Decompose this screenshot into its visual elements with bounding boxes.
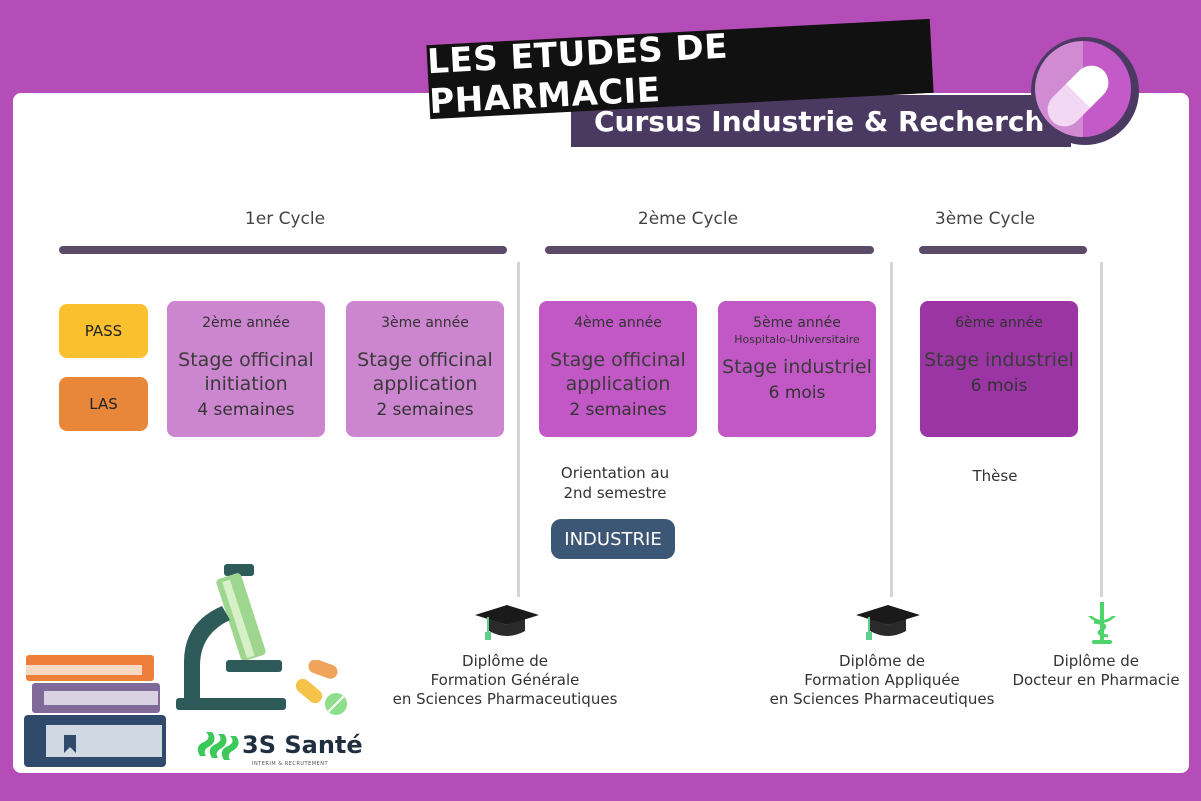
books-icon: [24, 655, 166, 767]
year-label: 3ème année: [381, 315, 469, 331]
year-box-6: 6ème année Stage industriel 6 mois: [920, 301, 1078, 437]
diploma-line: Diplôme de: [839, 652, 925, 670]
diploma-line: en Sciences Pharmaceutiques: [769, 690, 995, 708]
duration-label: 4 semaines: [197, 400, 295, 420]
cycle-bar-1: [59, 246, 507, 254]
diploma-line: Diplôme de: [462, 652, 548, 670]
year-label-text: 5ème année: [753, 315, 841, 331]
stage-label: Stage officinal application: [550, 349, 686, 395]
industrie-badge: INDUSTRIE: [551, 519, 675, 559]
diploma-line: Formation Générale: [430, 671, 580, 689]
diploma-line: en Sciences Pharmaceutiques: [392, 690, 618, 708]
logo-mark-icon: [197, 732, 239, 760]
diploma-docteur: Diplôme de Docteur en Pharmacie: [1005, 652, 1187, 690]
stage-label: Stage officinal initiation: [178, 349, 314, 395]
cycle-divider-2: [890, 262, 893, 597]
cycle-label-3: 3ème Cycle: [934, 209, 1036, 229]
las-badge: LAS: [59, 377, 148, 431]
duration-label: 2 semaines: [569, 400, 667, 420]
year-box-3: 3ème année Stage officinal application 2…: [346, 301, 504, 437]
caduceus-icon: [1088, 602, 1116, 644]
orientation-line-2: 2nd semestre: [563, 484, 667, 502]
diploma-dfgsp: Diplôme de Formation Générale en Science…: [385, 652, 625, 709]
diploma-line: Docteur en Pharmacie: [1012, 671, 1180, 689]
year-label: 2ème année: [202, 315, 290, 331]
diploma-dfasp: Diplôme de Formation Appliquée en Scienc…: [762, 652, 1002, 709]
diploma-line: Diplôme de: [1053, 652, 1139, 670]
year-label: 5ème année Hospitalo-Universitaire: [718, 315, 876, 348]
these-note: Thèse: [972, 467, 1018, 485]
logo-name: 3S Santé: [242, 731, 363, 759]
stage-label: Stage industriel: [722, 356, 872, 378]
graduation-cap-icon: [475, 605, 539, 640]
diploma-line: Formation Appliquée: [804, 671, 960, 689]
duration-label: 6 mois: [768, 383, 826, 403]
cycle-label-1: 1er Cycle: [244, 209, 326, 229]
year-label: 4ème année: [574, 315, 662, 331]
year-box-2: 2ème année Stage officinal initiation 4 …: [167, 301, 325, 437]
duration-label: 2 semaines: [376, 400, 474, 420]
year-box-5: 5ème année Hospitalo-Universitaire Stage…: [718, 301, 876, 437]
stage-label: Stage officinal application: [357, 349, 493, 395]
duration-label: 6 mois: [970, 376, 1028, 396]
logo-tagline: INTERIM & RECRUTEMENT: [252, 761, 329, 767]
cycle-divider-1: [517, 262, 520, 597]
pill-icon: [1031, 37, 1139, 145]
year-note: Hospitalo-Universitaire: [734, 333, 860, 346]
year-box-4: 4ème année Stage officinal application 2…: [539, 301, 697, 437]
year-label: 6ème année: [955, 315, 1043, 331]
microscope-icon: [176, 564, 286, 710]
pass-badge: PASS: [59, 304, 148, 358]
cycle-bar-2: [545, 246, 874, 254]
cycle-bar-3: [919, 246, 1087, 254]
stage-label: Stage industriel: [924, 349, 1074, 371]
orientation-note: Orientation au 2nd semestre: [535, 463, 695, 503]
cycle-divider-3: [1100, 262, 1103, 597]
cycle-label-2: 2ème Cycle: [637, 209, 739, 229]
graduation-cap-icon: [856, 605, 920, 640]
orientation-line-1: Orientation au: [560, 464, 670, 482]
pills-icon: [295, 660, 347, 715]
